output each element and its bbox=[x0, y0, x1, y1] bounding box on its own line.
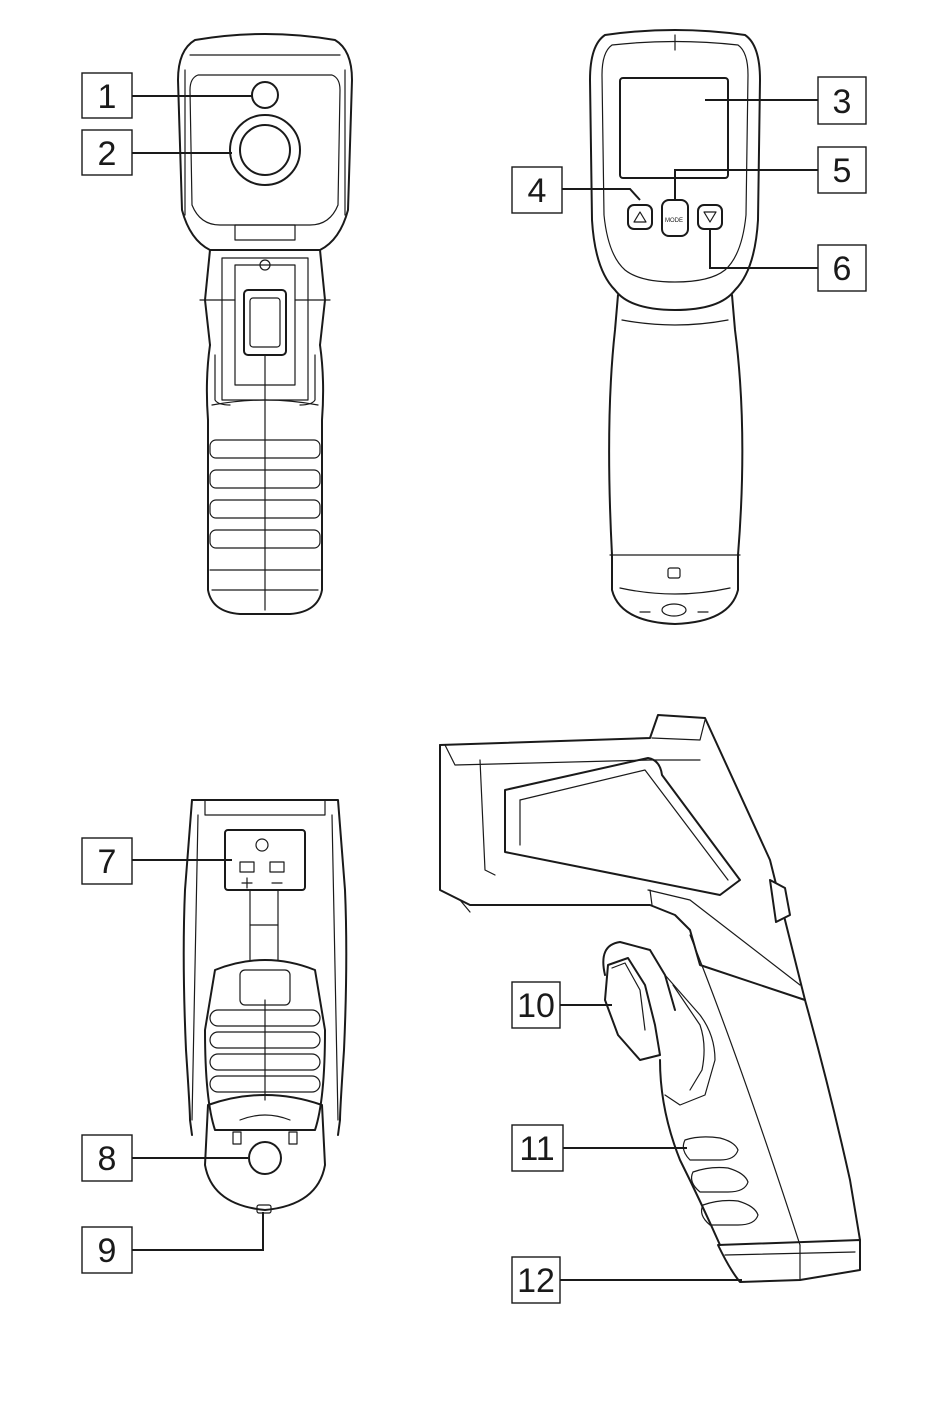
bottom-view bbox=[184, 800, 347, 1213]
callout-6-label: 6 bbox=[833, 250, 852, 288]
callout-6: 6 bbox=[818, 245, 866, 291]
battery-compartment bbox=[225, 830, 305, 890]
callout-2-label: 2 bbox=[98, 135, 117, 173]
callout-5: 5 bbox=[818, 147, 866, 193]
callout-4-label: 4 bbox=[528, 172, 547, 210]
ir-lens-inner bbox=[240, 125, 290, 175]
callout-10-label: 10 bbox=[517, 987, 555, 1025]
up-button[interactable] bbox=[628, 205, 652, 229]
callout-1: 1 bbox=[82, 73, 132, 118]
callout-12: 12 bbox=[512, 1257, 560, 1303]
callout-12-label: 12 bbox=[517, 1262, 555, 1300]
lcd-screen bbox=[620, 78, 728, 178]
callout-8: 8 bbox=[82, 1135, 132, 1181]
callout-10: 10 bbox=[512, 982, 560, 1028]
side-view bbox=[440, 715, 860, 1282]
callout-11-label: 11 bbox=[519, 1130, 554, 1168]
callout-7: 7 bbox=[82, 838, 132, 884]
back-view: MODE bbox=[590, 30, 760, 624]
callout-5-label: 5 bbox=[833, 152, 852, 190]
mode-button-label: MODE bbox=[665, 218, 683, 224]
callout-7-label: 7 bbox=[98, 843, 117, 881]
laser-pointer-icon bbox=[252, 82, 278, 108]
tripod-mount bbox=[249, 1142, 281, 1174]
leader-4 bbox=[562, 189, 640, 200]
leader-6 bbox=[710, 228, 818, 268]
callout-3: 3 bbox=[818, 77, 866, 124]
callout-2: 2 bbox=[82, 130, 132, 175]
callout-9-label: 9 bbox=[98, 1232, 117, 1270]
callout-1-label: 1 bbox=[98, 78, 117, 116]
leader-9 bbox=[132, 1212, 263, 1250]
callout-9: 9 bbox=[82, 1227, 132, 1273]
callout-4: 4 bbox=[512, 167, 562, 213]
callout-8-label: 8 bbox=[98, 1140, 117, 1178]
front-view bbox=[178, 34, 352, 614]
callout-3-label: 3 bbox=[833, 83, 852, 121]
callout-11: 11 bbox=[512, 1125, 563, 1171]
down-button[interactable] bbox=[698, 205, 722, 229]
